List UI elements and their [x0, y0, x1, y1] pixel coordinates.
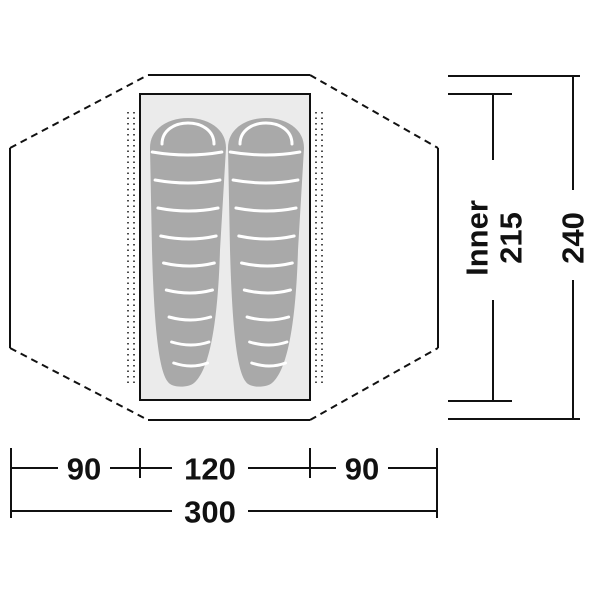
sleeping-bag-hood: [160, 121, 216, 146]
tent-outline: [9, 74, 439, 421]
sleeping-bag-stripe: [231, 178, 300, 185]
width-label-bg-3: [336, 452, 388, 484]
outline-top-left-diagonal: [9, 74, 149, 149]
outline-bottom-right-diagonal: [309, 347, 439, 421]
inner-length-value: 215: [494, 212, 529, 264]
sleeping-bag-hood: [238, 121, 294, 146]
sleeping-bag-stripe: [172, 361, 209, 368]
sleeping-bag-icon: [150, 118, 226, 387]
sleeping-bag-stripe: [170, 340, 211, 347]
sleeping-bag-stripe: [159, 234, 218, 241]
sleeping-bag-stripe: [234, 206, 298, 213]
sleeping-bag-stripe: [167, 315, 213, 322]
sleeping-bag-stripe: [164, 288, 214, 295]
outline-bottom-left-diagonal: [9, 347, 149, 421]
outline-top-right-diagonal: [309, 74, 439, 149]
inner-label-bg: [466, 160, 528, 300]
sleeping-bag-stripe: [245, 315, 291, 322]
sleeping-bag-stripe: [228, 150, 302, 157]
width-segment-middle: 120: [184, 452, 236, 487]
sleeping-bag-stripe: [150, 150, 224, 157]
sleeping-bag-stripe: [153, 178, 222, 185]
sleeping-bag-stripe: [240, 261, 294, 268]
width-label-bg-1: [58, 452, 110, 484]
total-width-label-bg: [172, 495, 248, 527]
sleeping-bag-stripe: [248, 340, 289, 347]
sleeping-bag-icon: [228, 118, 304, 387]
width-segment-right: 90: [345, 452, 379, 487]
sleeping-bags: [150, 118, 304, 387]
outer-length-value: 240: [556, 212, 591, 264]
sleeping-bag-stripe: [242, 288, 292, 295]
outer-label-bg: [556, 190, 590, 280]
sleeping-bag-stripe: [237, 234, 296, 241]
width-segment-left: 90: [67, 452, 101, 487]
sleeping-bag-stripe: [250, 361, 287, 368]
sleeping-bag-stripe: [156, 206, 220, 213]
sleeping-bag-stripe: [162, 261, 216, 268]
width-label-bg-2: [172, 452, 248, 484]
total-width-value: 300: [184, 495, 236, 530]
inner-label: Inner: [460, 200, 495, 276]
door-dotted-lines: [127, 112, 323, 385]
tent-outline-dashed: [9, 74, 439, 421]
